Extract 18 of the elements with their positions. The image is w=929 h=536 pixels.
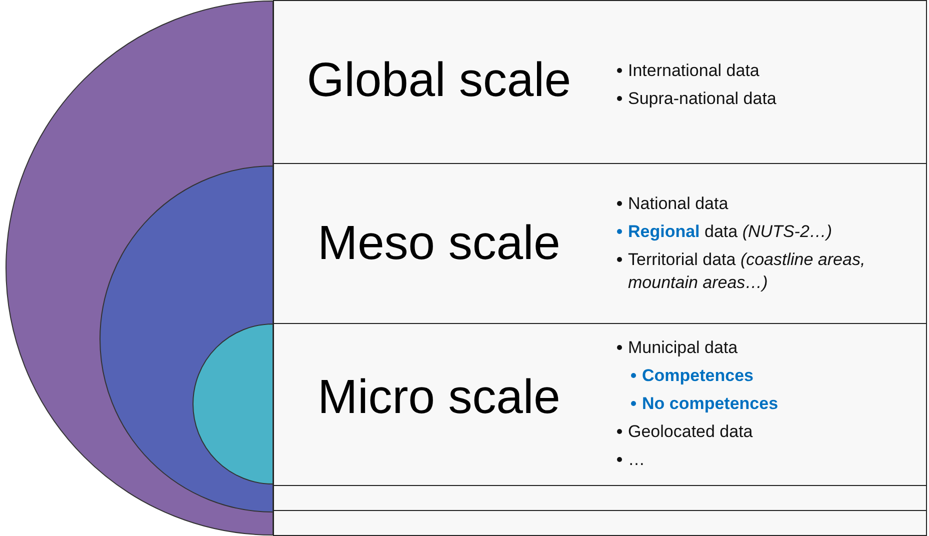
scale-band [273, 163, 927, 324]
empty-band [273, 485, 927, 511]
scale-heading: Micro scale [316, 370, 562, 425]
bullet-item: No competences [642, 394, 778, 413]
empty-band [273, 510, 927, 536]
bullet-item: Territorial data (coastline areas, mountain areas…) [628, 250, 866, 292]
bullet-item: Competences [642, 366, 754, 385]
bullet-item: Regional data (NUTS-2…) [628, 222, 832, 241]
bullet-item: … [628, 450, 645, 469]
bullet-item: International data [628, 61, 760, 80]
scale-band [273, 323, 927, 486]
scale-heading: Meso scale [316, 216, 562, 271]
bullet-item: Municipal data [628, 338, 738, 357]
bullet-item: Supra-national data [628, 89, 776, 108]
bullet-item: Geolocated data [628, 422, 753, 441]
scale-heading: Global scale [306, 53, 572, 108]
scale-band [273, 0, 927, 164]
bullet-item: National data [628, 194, 728, 213]
